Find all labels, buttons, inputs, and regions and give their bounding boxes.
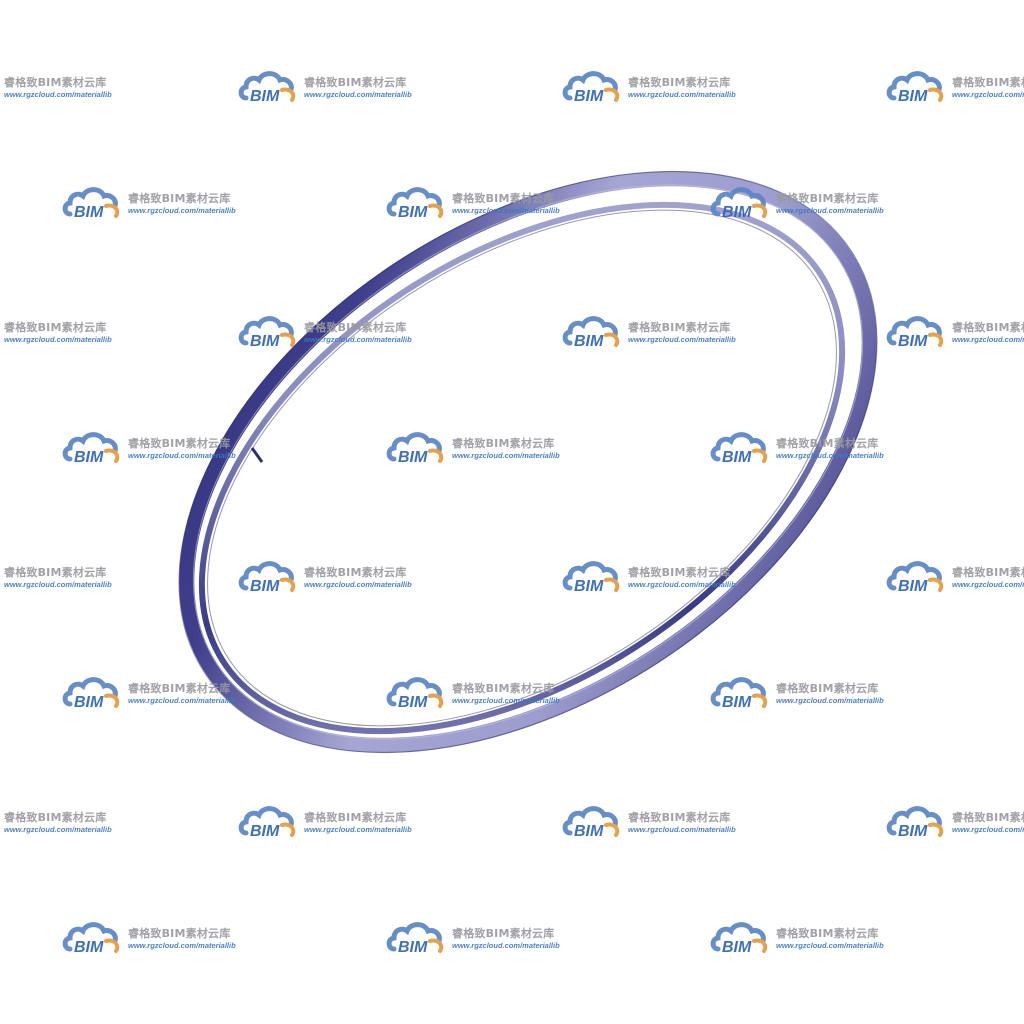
ring-gap-end <box>760 791 774 803</box>
ring-gap-end <box>250 447 264 463</box>
ring-inner-band <box>198 201 846 735</box>
ring-outer-band <box>178 170 878 754</box>
